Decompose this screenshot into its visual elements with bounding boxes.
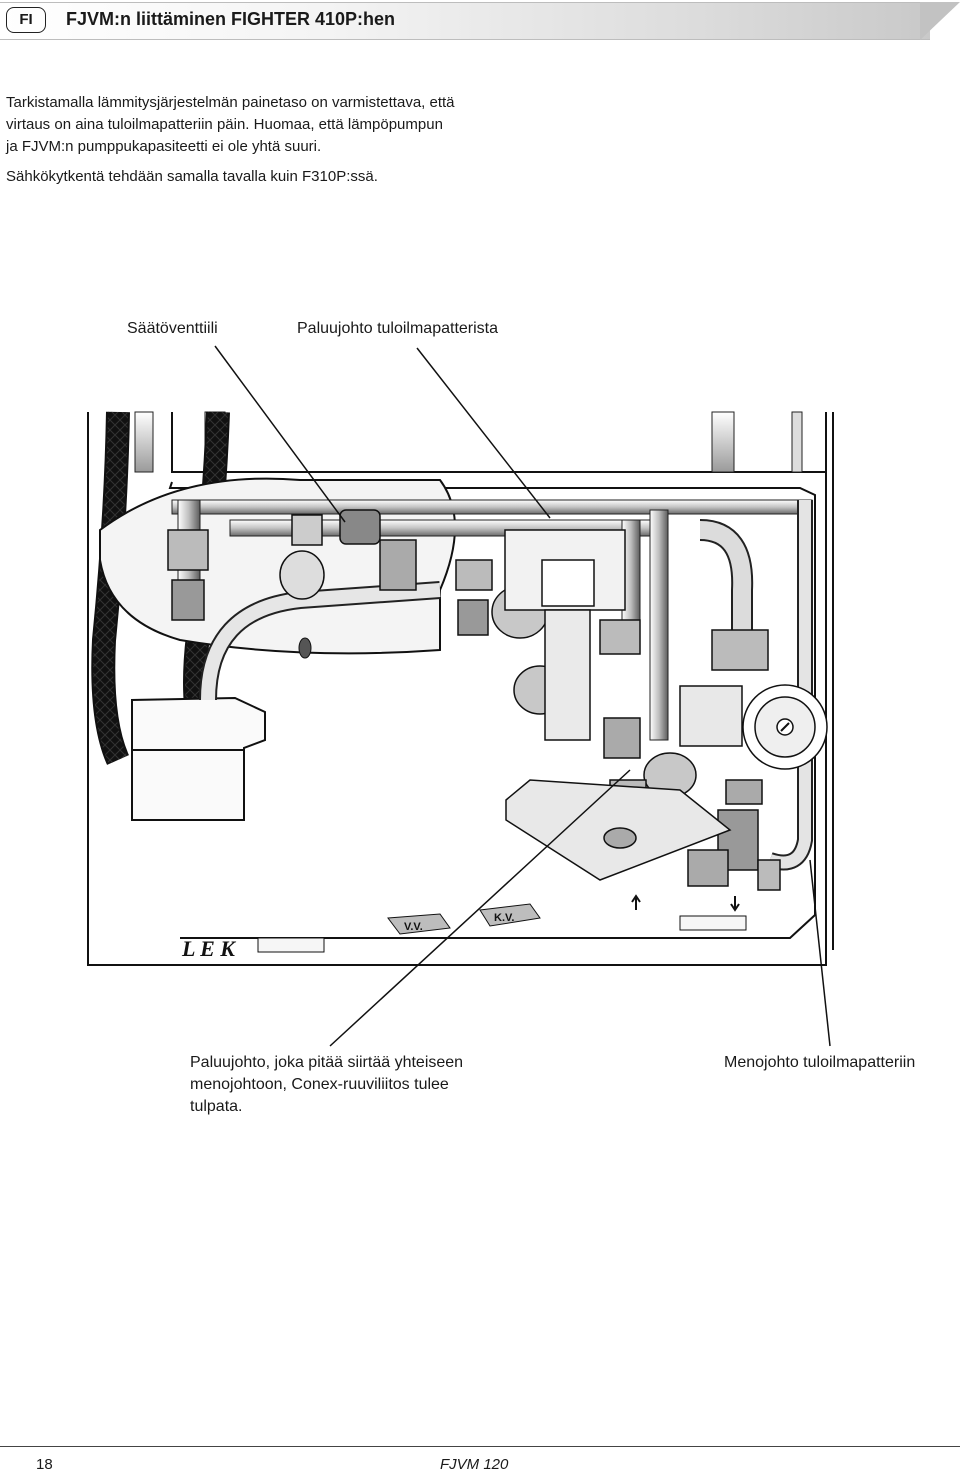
warning-label-left <box>257 937 325 953</box>
header-tail <box>920 2 960 40</box>
leader-valve <box>214 345 346 523</box>
language-badge: FI <box>6 7 46 33</box>
leader-lines <box>214 345 831 1047</box>
panel-markings: L E K V.V. K.V. <box>181 894 747 961</box>
kv-marking: K.V. <box>494 912 514 924</box>
base-plate <box>505 779 732 881</box>
flow-arrow-down <box>730 896 740 912</box>
page-header: FI FJVM:n liittäminen FIGHTER 410P:hen <box>0 0 960 40</box>
cabinet-frame <box>87 412 834 966</box>
vv-marking: V.V. <box>404 921 423 933</box>
label-return-to-move: Paluujohto, joka pitää siirtää yhteiseen… <box>190 1054 464 1115</box>
drip-tray <box>131 696 266 821</box>
vv-plate: V.V. <box>387 913 451 935</box>
leader-return <box>416 347 551 519</box>
circulation-pump <box>679 684 828 770</box>
body-text: Tarkistamalla lämmitysjärjestelmän paine… <box>6 92 456 196</box>
page-title: FJVM:n liittäminen FIGHTER 410P:hen <box>66 9 396 29</box>
brand-marking: L E K <box>181 936 236 961</box>
paragraph-pressure: Tarkistamalla lämmitysjärjestelmän paine… <box>6 94 455 155</box>
leader-supply <box>809 859 831 1047</box>
label-supply-line: Menojohto tuloilmapatteriin <box>724 1054 916 1071</box>
label-control-valve: Säätöventtiili <box>127 320 218 337</box>
leader-move <box>329 769 631 1047</box>
kv-plate: K.V. <box>479 903 541 927</box>
page-number: 18 <box>36 1456 53 1473</box>
paragraph-electrical: Sähkökytkentä tehdään samalla tavalla ku… <box>6 168 378 185</box>
label-return-line: Paluujohto tuloilmapatterista <box>297 320 499 337</box>
footer-model: FJVM 120 <box>440 1456 509 1473</box>
warning-label-right <box>679 915 747 931</box>
control-box <box>504 529 626 741</box>
flow-arrow-up <box>631 894 641 910</box>
header-bar <box>0 2 930 40</box>
footer-rule <box>0 1446 960 1447</box>
top-pipes <box>134 411 803 473</box>
